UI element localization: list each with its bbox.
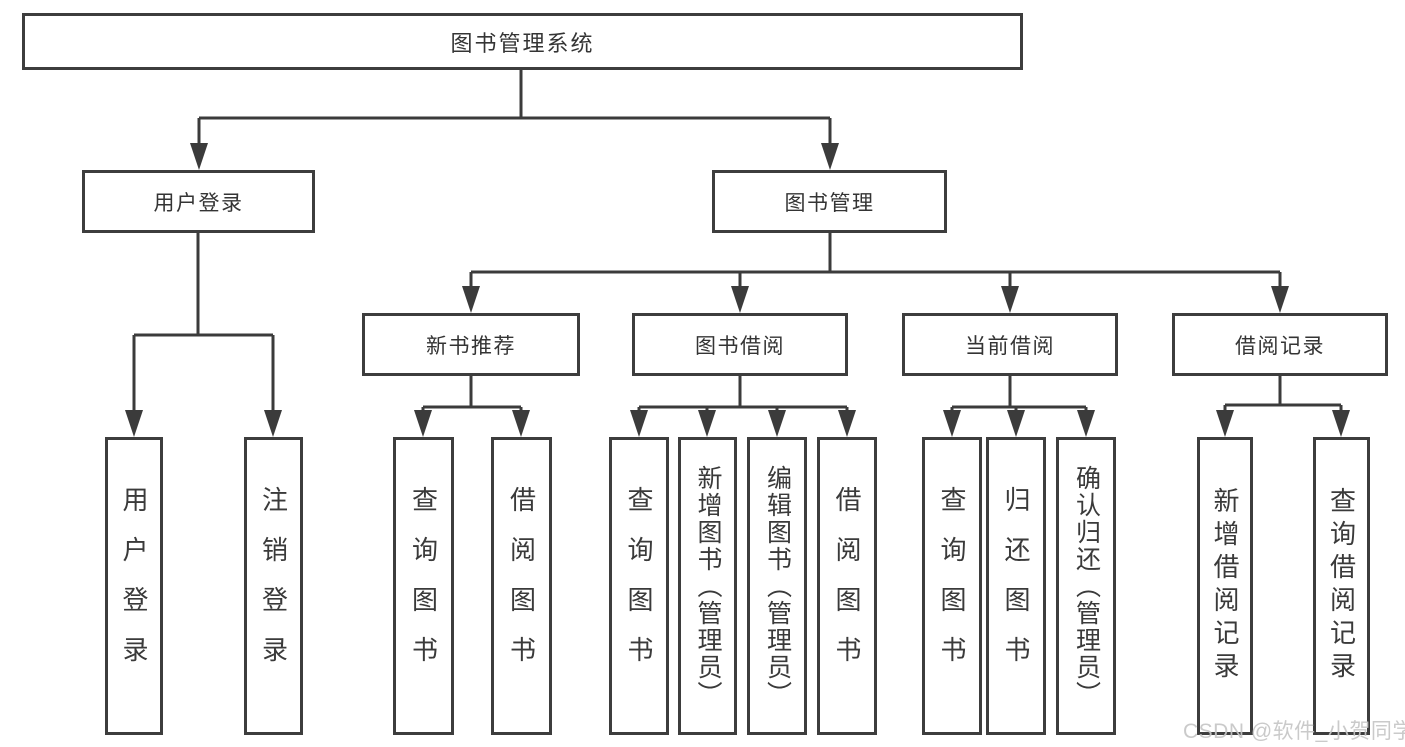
- leaf-query-books-current: 查询图书: [922, 437, 982, 735]
- leaf-user-login: 用户登录: [105, 437, 163, 735]
- connector-book-management-children: [462, 233, 1289, 313]
- leaf-edit-books-admin-label: 编辑图书（管理员）: [763, 464, 792, 708]
- leaf-query-books-borrow: 查询图书: [609, 437, 669, 735]
- leaf-query-borrow-record: 查询借阅记录: [1313, 437, 1370, 735]
- node-borrow-records-label: 借阅记录: [1235, 334, 1325, 358]
- leaf-borrow-books: 借阅图书: [817, 437, 877, 735]
- node-user-login: 用户登录: [82, 170, 315, 233]
- leaf-borrow-books-recommend: 借阅图书: [491, 437, 552, 735]
- leaf-add-borrow-record: 新增借阅记录: [1197, 437, 1253, 735]
- leaf-add-books-admin-label: 新增图书（管理员）: [694, 464, 722, 708]
- node-user-login-label: 用户登录: [153, 191, 244, 215]
- leaf-query-books-recommend-label: 查询图书: [408, 486, 439, 686]
- connector-root-to-level2: [190, 70, 839, 170]
- node-new-book-recommend-label: 新书推荐: [426, 334, 516, 358]
- leaf-query-books-current-label: 查询图书: [937, 486, 967, 686]
- node-current-borrow: 当前借阅: [902, 313, 1118, 376]
- node-book-borrow: 图书借阅: [632, 313, 848, 376]
- connector-book-borrow-children: [630, 376, 856, 437]
- node-new-book-recommend: 新书推荐: [362, 313, 580, 376]
- leaf-confirm-return-admin-label: 确认归还（管理员）: [1072, 464, 1101, 708]
- connector-user-login-children: [125, 233, 282, 437]
- leaf-query-books-recommend: 查询图书: [393, 437, 454, 735]
- node-book-management: 图书管理: [712, 170, 947, 233]
- leaf-query-borrow-record-label: 查询借阅记录: [1326, 487, 1357, 685]
- connector-new-book-children: [414, 376, 530, 437]
- connector-current-borrow-children: [943, 376, 1095, 437]
- leaf-return-books: 归还图书: [986, 437, 1046, 735]
- node-root-system: 图书管理系统: [22, 13, 1023, 70]
- node-book-borrow-label: 图书借阅: [695, 334, 785, 358]
- leaf-add-borrow-record-label: 新增借阅记录: [1210, 487, 1240, 685]
- leaf-edit-books-admin: 编辑图书（管理员）: [747, 437, 807, 735]
- leaf-logout-login-label: 注销登录: [258, 486, 289, 686]
- leaf-logout-login: 注销登录: [244, 437, 303, 735]
- connector-borrow-records-children: [1216, 376, 1350, 437]
- node-book-management-label: 图书管理: [784, 191, 875, 215]
- leaf-borrow-books-label: 借阅图书: [832, 486, 862, 686]
- node-root-label: 图书管理系统: [450, 30, 595, 56]
- leaf-return-books-label: 归还图书: [1001, 486, 1031, 686]
- node-borrow-records: 借阅记录: [1172, 313, 1388, 376]
- csdn-watermark: CSDN @软件_小贺同学: [1183, 720, 1405, 743]
- leaf-query-books-borrow-label: 查询图书: [624, 486, 654, 686]
- leaf-borrow-books-recommend-label: 借阅图书: [506, 486, 537, 686]
- node-current-borrow-label: 当前借阅: [965, 334, 1055, 358]
- leaf-confirm-return-admin: 确认归还（管理员）: [1056, 437, 1116, 735]
- leaf-user-login-label: 用户登录: [119, 486, 149, 686]
- leaf-add-books-admin: 新增图书（管理员）: [678, 437, 737, 735]
